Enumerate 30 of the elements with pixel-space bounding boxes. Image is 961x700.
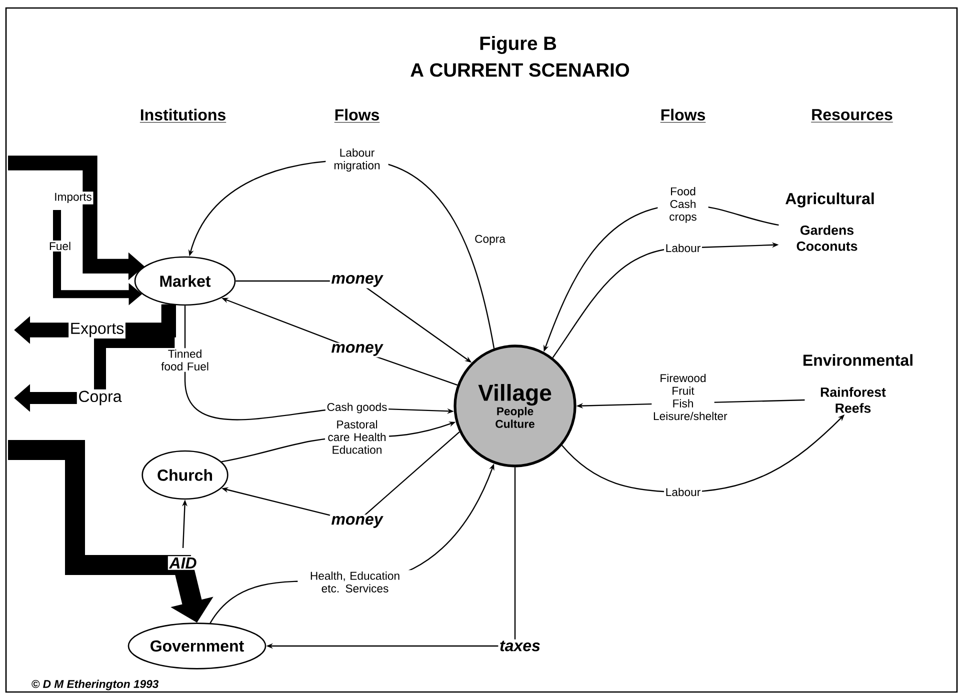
- edge-label: Pastoral care Health Education: [325, 418, 389, 456]
- edge-label: Exports: [68, 322, 126, 338]
- column-heading: Flows: [660, 108, 706, 123]
- edge-label: Food Cash crops: [658, 186, 708, 224]
- edge-label: Imports: [52, 192, 94, 204]
- edge-label: Firewood Fruit Fish Leisure/shelter: [652, 372, 728, 422]
- edge-label: Copra: [76, 389, 124, 407]
- edge-label: money: [330, 514, 384, 530]
- subtitle: A CURRENT SCENARIO: [410, 63, 630, 77]
- edge-label: Labour migration: [326, 147, 388, 173]
- column-heading: Flows: [334, 108, 380, 123]
- column-heading: Institutions: [140, 108, 226, 123]
- resource-text: Gardens Coconuts: [796, 225, 858, 251]
- edge-label: taxes: [498, 639, 542, 653]
- column-heading: Resources: [810, 109, 894, 122]
- edge-label: Fuel: [48, 240, 72, 252]
- category-heading: Environmental: [804, 354, 912, 366]
- edge-label: Labour: [664, 242, 702, 254]
- edge-label: money: [330, 274, 384, 288]
- flow-label: Copra: [473, 234, 507, 246]
- edge-label: Cash goods: [325, 401, 389, 415]
- category-heading: Agricultural: [786, 192, 874, 208]
- copyright-note: © D M Etherington 1993: [32, 680, 159, 690]
- edge-label: Health, Education etc. Services: [298, 570, 412, 594]
- resource-text: Rainforest Reefs: [820, 387, 886, 413]
- flow-label: Tinned food Fuel: [154, 348, 216, 372]
- edge-label: money: [330, 342, 384, 358]
- edge-label: AID: [168, 556, 198, 570]
- edge-label: Labour: [664, 486, 702, 498]
- figure-title: Figure B: [480, 36, 556, 54]
